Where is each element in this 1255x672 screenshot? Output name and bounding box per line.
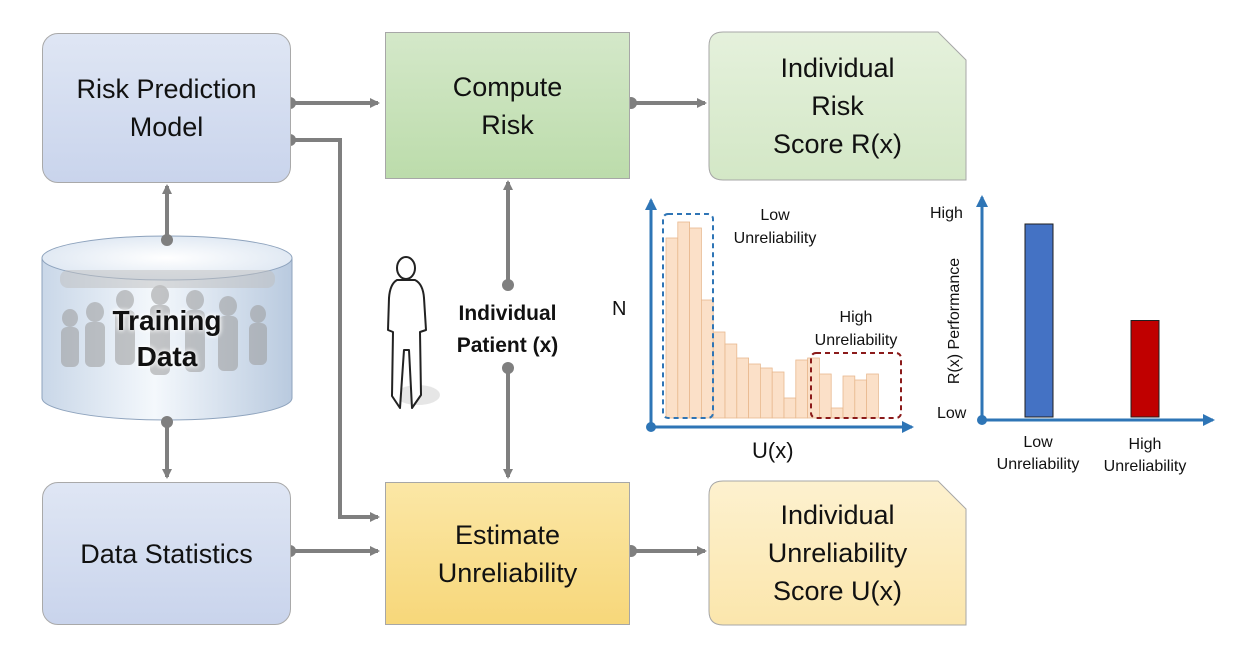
unreliability-score-shape <box>708 480 967 626</box>
training-data-label-line1: Training <box>112 305 222 336</box>
risk-score-shape <box>708 31 967 181</box>
individual-patient-label: Individual Patient (x) <box>440 294 575 366</box>
performance-x-tick-high: High Unreliability <box>1103 436 1187 475</box>
histogram-bar <box>712 331 726 419</box>
high-annotation-line2: Unreliability <box>814 332 898 349</box>
training-data-label: Training Data <box>42 300 292 378</box>
histogram-bar <box>819 373 832 419</box>
individual-unreliability-score-box: Individual Unreliability Score U(x) <box>709 481 966 625</box>
compute-risk-box: Compute Risk <box>385 32 630 179</box>
low-annotation-line1: Low <box>760 207 790 224</box>
histogram-bar <box>701 299 714 419</box>
performance-bar-low <box>1024 223 1054 418</box>
histogram-bar <box>724 343 738 419</box>
unreliability-histogram <box>645 198 914 433</box>
risk-score-label-line2: Risk <box>811 91 864 121</box>
estimate-unreliability-box: Estimate Unreliability <box>385 482 630 625</box>
data-statistics-label: Data Statistics <box>80 538 253 569</box>
histogram-bar <box>807 357 820 419</box>
risk-score-label-line3: Score R(x) <box>772 129 902 159</box>
estimate-label-line1: Estimate <box>454 519 561 550</box>
training-data-label-line2: Data <box>136 341 198 372</box>
low-unreliability-region <box>662 213 714 419</box>
performance-y-label: R(x) Performance <box>946 257 963 385</box>
histogram-bar <box>760 367 773 419</box>
performance-bar-high <box>1130 320 1160 418</box>
individual-risk-score-box: Individual Risk Score R(x) <box>709 32 966 180</box>
high-unreliability-region <box>810 352 902 419</box>
histogram-bar <box>866 373 879 419</box>
histogram-bar <box>748 363 761 419</box>
unrel-score-label-line1: Individual <box>780 500 895 530</box>
risk-score-label-line1: Individual <box>780 53 895 83</box>
high-annotation-line1: High <box>839 309 873 326</box>
performance-x-tick-low: Low Unreliability <box>996 434 1080 473</box>
low-unreliability-annotation: Low Unreliability <box>720 204 830 250</box>
compute-risk-label-line1: Compute <box>452 71 563 102</box>
unrel-score-label-line3: Score U(x) <box>772 576 902 606</box>
low-annotation-line2: Unreliability <box>733 230 817 247</box>
histogram-bar <box>795 359 808 419</box>
compute-risk-label-line2: Risk <box>481 109 534 140</box>
risk-model-label-line1: Risk Prediction <box>76 74 257 104</box>
estimate-label-line2: Unreliability <box>437 557 578 588</box>
histogram-bars <box>665 221 879 419</box>
performance-y-tick-high: High <box>930 205 963 222</box>
performance-chart <box>976 195 1215 426</box>
histogram-bar <box>842 375 856 419</box>
histogram-y-label: N <box>612 298 627 320</box>
histogram-bar <box>689 227 702 419</box>
histogram-bar <box>665 237 679 419</box>
patient-label-line2: Patient (x) <box>456 334 559 357</box>
patient-silhouette-icon <box>387 256 440 409</box>
risk-model-label-line2: Model <box>129 112 204 142</box>
risk-prediction-model-box: Risk Prediction Model <box>42 33 291 183</box>
unrel-score-label-line2: Unreliability <box>767 538 908 568</box>
arrow-model-to-estimate <box>290 138 380 522</box>
crowd-icon <box>61 285 267 375</box>
histogram-bar <box>854 379 867 419</box>
histogram-bar <box>830 407 844 419</box>
histogram-bar <box>771 371 785 419</box>
data-statistics-box: Data Statistics <box>42 482 291 625</box>
histogram-bar <box>677 221 690 419</box>
high-unreliability-annotation: High Unreliability <box>800 306 912 352</box>
performance-y-tick-low: Low <box>937 405 967 422</box>
histogram-bar <box>736 357 749 419</box>
histogram-bar <box>783 397 797 419</box>
histogram-x-label: U(x) <box>752 438 794 463</box>
patient-label-line1: Individual <box>458 302 557 325</box>
training-data-cylinder <box>41 235 293 421</box>
